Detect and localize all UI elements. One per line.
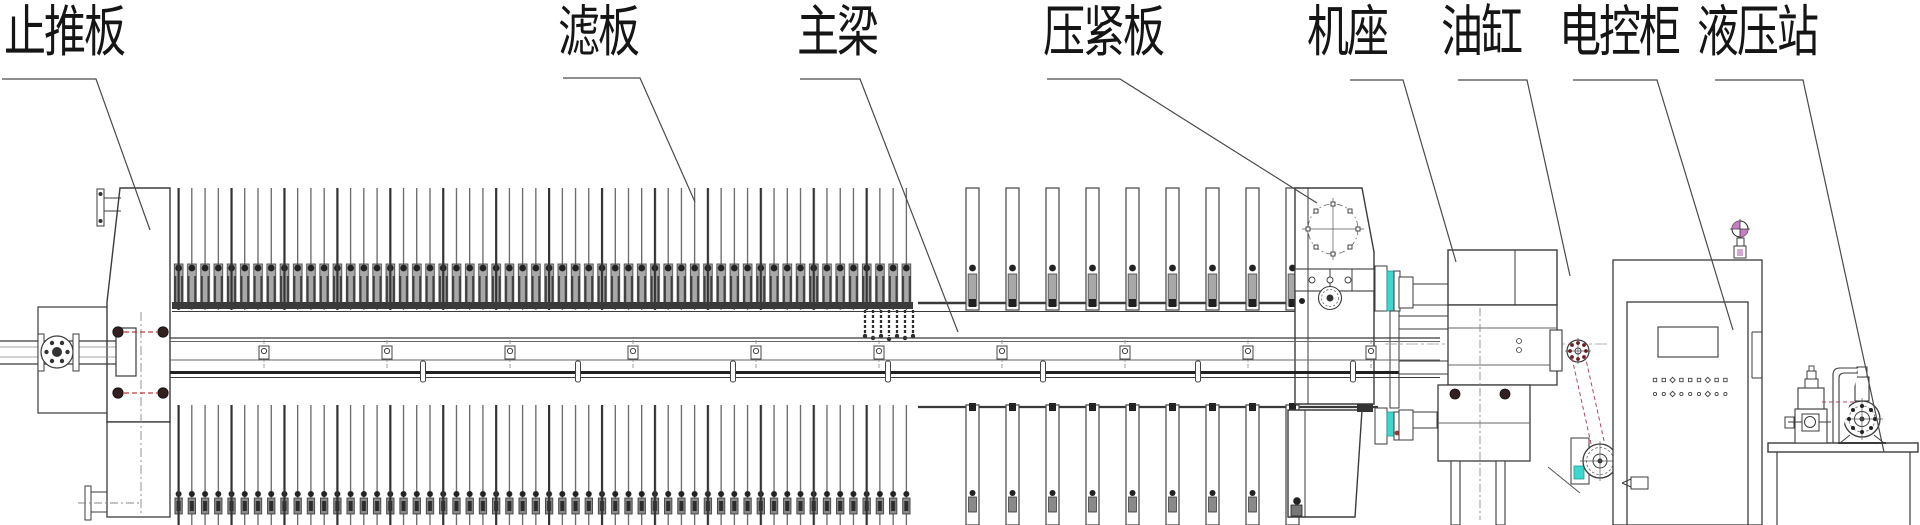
pressing-plate-assembly	[1287, 187, 1401, 518]
beam-post	[730, 360, 736, 383]
filter-plates-open	[918, 187, 1378, 525]
beam-post	[1350, 360, 1356, 383]
beam-post	[1040, 360, 1046, 383]
rod-nut-flange	[1302, 198, 1364, 260]
open-filter-plate	[1205, 187, 1220, 525]
tank-top-slab	[1767, 442, 1919, 453]
pressing-plate-lower	[1287, 409, 1363, 518]
beam-clamp	[504, 340, 516, 368]
main-beam	[170, 337, 1440, 383]
label-filter-plate: 滤板	[558, 3, 640, 65]
beam-clamp	[258, 340, 270, 368]
base-leg	[1495, 460, 1506, 525]
oil-cylinder-and-base	[1385, 249, 1620, 525]
open-filter-plate	[1245, 187, 1260, 525]
beam-shoe	[1357, 404, 1373, 412]
cabinet-vent-dots	[1652, 376, 1728, 398]
rod-connection-pads	[1374, 265, 1401, 445]
label-control-cabinet: 电控柜	[1559, 3, 1681, 65]
rod-flange-plate	[1389, 310, 1400, 409]
drain-flange	[78, 485, 140, 521]
open-filter-plate	[1125, 187, 1140, 525]
leader-hydraulic-station	[1715, 79, 1885, 453]
leader-oil-cylinder	[1458, 79, 1571, 277]
valve-block	[1784, 365, 1831, 444]
cabinet-side-nozzle	[1621, 476, 1649, 490]
open-filter-plate	[965, 187, 980, 525]
plate-handle-chain-band	[172, 302, 913, 309]
open-filter-plate	[1165, 187, 1180, 525]
base-leg	[1450, 460, 1461, 525]
beam-post	[420, 360, 426, 383]
open-filter-plate	[1005, 187, 1020, 525]
leader-filter-plate	[563, 77, 696, 203]
shifter-drive-pump	[1547, 354, 1620, 494]
control-cabinet	[1612, 219, 1763, 525]
label-pressing-plate: 压紧板	[1043, 3, 1165, 65]
leader-thrust-plate	[2, 78, 151, 231]
leader-machine-base	[1350, 79, 1457, 263]
beam-clamp	[1242, 340, 1254, 368]
beam-clamp	[627, 340, 639, 368]
pressure-gauge-icon	[1730, 219, 1750, 259]
open-filter-plate	[1085, 187, 1100, 525]
feed-flange-wheel	[37, 333, 80, 372]
label-oil-cylinder: 油缸	[1441, 3, 1523, 65]
leader-main-beam	[800, 78, 959, 333]
beam-clamp	[1119, 340, 1131, 368]
open-filter-plate	[1045, 187, 1060, 525]
feed-head-block	[115, 327, 137, 377]
pump-motor	[1838, 366, 1886, 444]
leader-lines	[2, 77, 1885, 453]
beam-clamp	[996, 340, 1008, 368]
beam-clamp	[381, 340, 393, 368]
cabinet-display	[1657, 326, 1719, 358]
chain-sprocket	[1565, 338, 1591, 364]
label-machine-base: 机座	[1307, 3, 1389, 65]
hand-nut	[1317, 285, 1343, 311]
label-hydraulic-station: 液压站	[1697, 3, 1819, 65]
leader-pressing-plate	[1047, 78, 1318, 204]
hydraulic-station	[1767, 365, 1919, 525]
beam-clamp	[750, 340, 762, 368]
leader-control-cabinet	[1573, 79, 1734, 331]
beam-clamp	[1365, 340, 1377, 368]
beam-post	[885, 360, 891, 383]
beam-post	[575, 360, 581, 383]
thrust-plate-body	[106, 187, 171, 423]
cylinder-rear-flange	[1549, 329, 1563, 372]
label-main-beam: 主梁	[797, 3, 879, 65]
thrust-plate-assembly	[0, 187, 171, 521]
thrust-plate-foot	[106, 421, 171, 518]
plate-shifter-chains	[862, 310, 916, 342]
base-headstock	[1447, 249, 1558, 306]
cylinder-body	[1447, 304, 1558, 386]
beam-post	[1195, 360, 1201, 383]
filter-plate-pack-closed	[172, 188, 913, 525]
chain-anchor	[1299, 298, 1305, 304]
label-thrust-plate: 止推板	[4, 3, 126, 65]
beam-clamp	[873, 340, 885, 368]
tie-rod-knobs	[112, 326, 169, 399]
